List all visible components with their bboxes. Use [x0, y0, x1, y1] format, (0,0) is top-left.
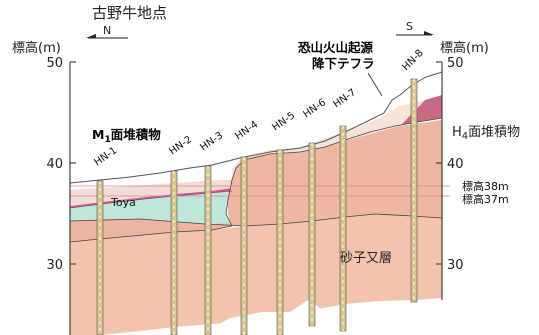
sunakomata-formation	[70, 214, 442, 335]
south-label: S	[406, 20, 413, 33]
m1-deposit	[70, 191, 232, 224]
left-tick-label-30: 30	[46, 258, 63, 273]
north-label: N	[103, 24, 111, 37]
borehole-label-HN-8: HN-8	[400, 48, 425, 73]
tephra-leader-line	[367, 72, 383, 97]
right-tick-label-50: 50	[447, 56, 464, 71]
sunakomata-label: 砂子又層	[340, 251, 392, 266]
borehole-HN-7	[339, 125, 347, 332]
borehole-label-HN-6: HN-6	[301, 97, 328, 120]
left-axis-title: 標高(m)	[12, 40, 61, 56]
borehole-HN-3	[204, 165, 212, 335]
south-direction-marker: S	[396, 20, 434, 36]
m1-lower-layer	[70, 219, 232, 242]
south-arrow-icon	[424, 31, 434, 35]
site-title: 古野牛地点	[92, 4, 167, 22]
h4-scarp-line	[225, 117, 443, 227]
borehole-label-HN-2: HN-2	[167, 134, 194, 157]
m1-deposit-label: M1面堆積物	[92, 127, 161, 145]
borehole-label-HN-4: HN-4	[233, 119, 260, 142]
toya-tephra	[70, 188, 232, 208]
m1-green-top-line	[69, 190, 233, 209]
h4-deposit-label: H4面堆積物	[452, 125, 520, 142]
borehole-HN-5	[276, 149, 284, 335]
right-axis-title: 標高(m)	[440, 40, 489, 56]
toya-label: Toya	[110, 196, 136, 209]
borehole-label-HN-5: HN-5	[270, 110, 297, 133]
m1-upper-loam	[70, 180, 232, 206]
elevation-38m-label: 標高38m	[462, 179, 509, 193]
lower-gap	[200, 300, 442, 335]
tephra-label-line1: 恐山火山起源	[298, 40, 374, 55]
north-direction-marker: N	[86, 24, 128, 39]
borehole-HN-1	[96, 180, 104, 335]
north-arrow-icon	[86, 34, 96, 38]
right-tick-label-30: 30	[447, 258, 464, 273]
tephra-label-line2: 降下テフラ	[312, 56, 375, 71]
borehole-HN-6	[308, 142, 316, 327]
right-tick-label-40: 40	[447, 157, 464, 172]
h4-upper-loam	[232, 100, 425, 180]
osorezan-tephra	[345, 95, 442, 141]
left-tick-label-50: 50	[46, 56, 63, 71]
left-tick-label-40: 40	[46, 157, 63, 172]
borehole-HN-2	[170, 170, 178, 335]
borehole-label-HN-7: HN-7	[331, 87, 358, 110]
borehole-HN-8	[410, 78, 418, 303]
elevation-37m-label: 標高37m	[462, 192, 509, 206]
borehole-label-HN-3: HN-3	[198, 130, 225, 153]
borehole-HN-4	[240, 156, 248, 335]
borehole-label-HN-1: HN-1	[92, 145, 119, 168]
